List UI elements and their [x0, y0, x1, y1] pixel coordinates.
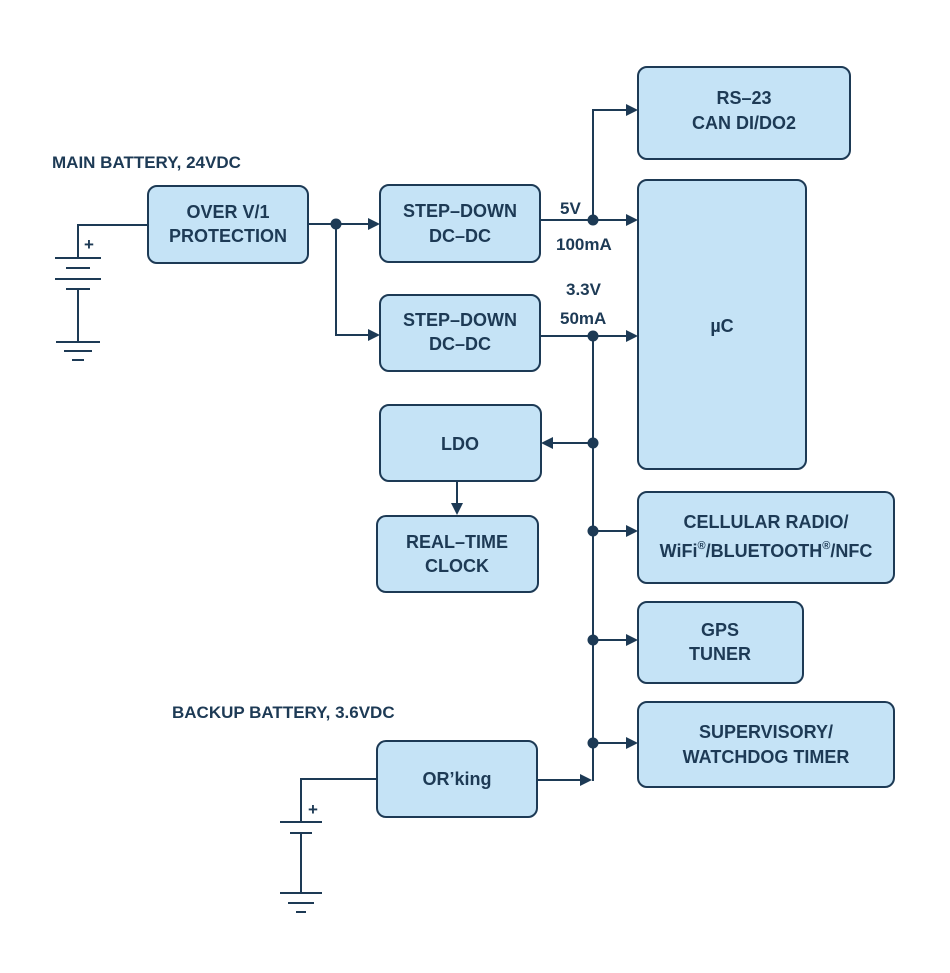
cell-reg-2: ® — [822, 540, 830, 552]
main-battery-label: MAIN BATTERY, 24VDC — [52, 153, 241, 172]
cell-reg-1: ® — [697, 540, 705, 552]
gps-line1: GPS — [701, 620, 739, 640]
label-50ma: 50mA — [560, 309, 606, 328]
oring-label: OR’king — [422, 769, 491, 789]
over-voltage-protection-block: OVER V/1 PROTECTION — [147, 185, 309, 264]
junction-dot — [587, 330, 599, 342]
cell-bluetooth: /BLUETOOTH — [706, 541, 823, 561]
rtc-line2: CLOCK — [425, 556, 489, 576]
ldo-block: LDO — [379, 404, 542, 482]
cell-wifi: WiFi — [660, 541, 698, 561]
label-3-3v: 3.3V — [566, 280, 602, 299]
rs-line1: RS–23 — [716, 88, 771, 108]
step-down-dc-dc-block-1: STEP–DOWN DC–DC — [379, 184, 541, 263]
real-time-clock-block: REAL–TIME CLOCK — [376, 515, 539, 593]
rtc-line1: REAL–TIME — [406, 532, 508, 552]
gps-tuner-block: GPS TUNER — [637, 601, 804, 684]
label-5v: 5V — [560, 199, 581, 218]
stepdown2-line2: DC–DC — [429, 334, 491, 354]
backup-battery-symbol: + — [280, 778, 377, 913]
cell-nfc: /NFC — [830, 541, 872, 561]
main-battery-plus: + — [84, 235, 94, 254]
cellular-radio-block: CELLULAR RADIO/ WiFi®/BLUETOOTH®/NFC — [637, 491, 895, 584]
ldo-label: LDO — [441, 434, 479, 454]
supervisory-watchdog-block: SUPERVISORY/ WATCHDOG TIMER — [637, 701, 895, 788]
ovp-line2: PROTECTION — [169, 226, 287, 246]
stepdown1-line2: DC–DC — [429, 226, 491, 246]
backup-battery-plus: + — [308, 800, 318, 819]
junction-dot — [587, 737, 599, 749]
junction-dot — [587, 437, 599, 449]
rs-line2: CAN DI/DO2 — [692, 113, 796, 133]
cell-line2: WiFi®/BLUETOOTH®/NFC — [660, 540, 873, 561]
stepdown1-line1: STEP–DOWN — [403, 201, 517, 221]
rs-can-block: RS–23 CAN DI/DO2 — [637, 66, 851, 160]
step-down-dc-dc-block-2: STEP–DOWN DC–DC — [379, 294, 541, 372]
sup-line2: WATCHDOG TIMER — [683, 747, 850, 767]
gps-line2: TUNER — [689, 644, 751, 664]
oring-block: OR’king — [376, 740, 538, 818]
junction-dot — [587, 634, 599, 646]
label-100ma: 100mA — [556, 235, 612, 254]
cell-line1: CELLULAR RADIO/ — [684, 512, 849, 532]
ovp-line1: OVER V/1 — [186, 202, 269, 222]
sup-line1: SUPERVISORY/ — [699, 722, 833, 742]
junction-dot — [587, 525, 599, 537]
microcontroller-block: µC — [637, 179, 807, 470]
main-battery-symbol: + — [55, 224, 148, 361]
stepdown2-line1: STEP–DOWN — [403, 310, 517, 330]
backup-battery-label: BACKUP BATTERY, 3.6VDC — [172, 703, 395, 722]
uc-label: µC — [710, 316, 733, 336]
